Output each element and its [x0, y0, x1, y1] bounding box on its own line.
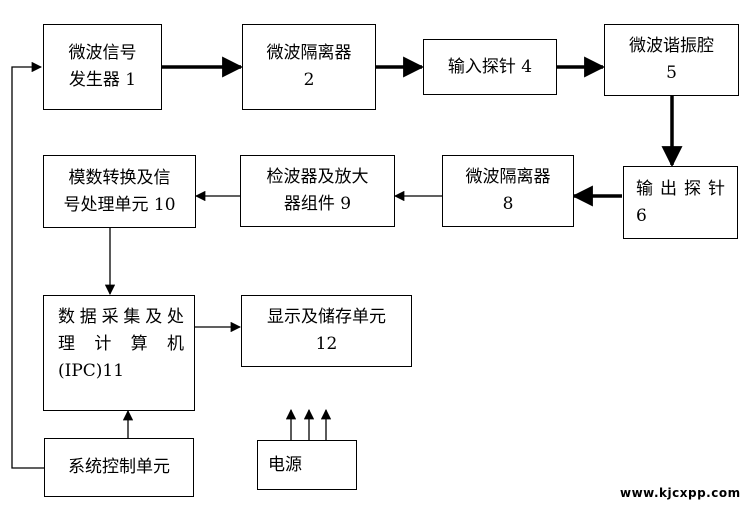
block-label-line: 系统控制单元 [68, 457, 170, 477]
block-label-line: 输 出 探 针 [636, 178, 725, 199]
watermark-text: www.kjcxpp.com [620, 486, 741, 500]
block-system-control: 系统控制单元 [44, 438, 194, 497]
block-adc-signal-processing: 模数转换及信号处理单元 10 [43, 155, 196, 228]
block-label-line: 8 [502, 194, 514, 214]
block-label-line: 5 [666, 63, 677, 83]
block-label-line: 微波隔离器 [266, 43, 352, 63]
block-label-line: 微波隔离器 [465, 167, 551, 187]
block-power-supply: 电源 [257, 440, 357, 490]
arrow-ctrl-to-b1 [11, 61, 44, 469]
block-isolator-2: 微波隔离器 2 [242, 24, 376, 110]
block-signal-generator: 微波信号发生器 1 [43, 24, 162, 110]
block-display-storage: 显示及储存单元 12 [241, 295, 412, 367]
block-label-line: 微波信号 [68, 43, 137, 63]
block-label-line: 显示及储存单元 [267, 307, 386, 327]
block-label-line: 电源 [268, 454, 302, 475]
block-detector-amplifier: 检波器及放大器组件 9 [240, 155, 395, 227]
block-resonant-cavity: 微波谐振腔 5 [604, 24, 739, 96]
block-label-line: 数据采集及处 [58, 307, 184, 327]
block-label-line: 理计算机 [58, 334, 184, 354]
block-label-line: 模数转换及信 [68, 167, 171, 188]
block-label-line: 器组件 9 [283, 194, 352, 214]
block-label-line: 发生器 1 [68, 70, 137, 90]
block-label-line: (IPC)11 [58, 361, 125, 381]
block-ipc-computer: 数据采集及处理计算机 (IPC)11 [43, 295, 195, 411]
block-isolator-8: 微波隔离器 8 [442, 155, 574, 227]
block-label-line: 输入探针 4 [447, 56, 533, 77]
block-input-probe: 输入探针 4 [423, 39, 557, 95]
block-label-line: 检波器及放大 [266, 167, 369, 187]
block-label-line: 6 [636, 205, 647, 226]
block-label-line: 12 [315, 334, 338, 354]
block-label-line: 2 [303, 70, 315, 90]
block-output-probe: 输 出 探 针 6 [623, 166, 738, 239]
block-label-line: 号处理单元 10 [63, 194, 176, 215]
block-label-line: 微波谐振腔 [629, 36, 714, 56]
